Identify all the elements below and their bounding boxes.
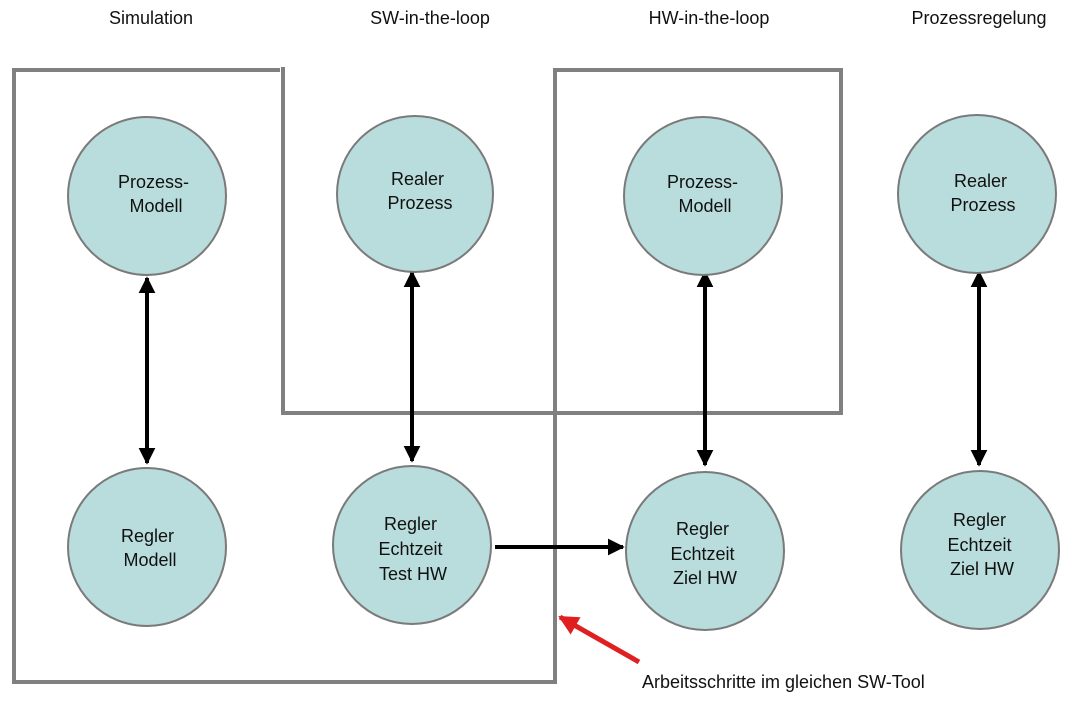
node-label-line: Test HW [379,564,447,584]
tool-boundary-hil [553,68,843,415]
tool-boundary-simulation-sil [12,67,557,684]
node-label-line: Ziel HW [673,568,737,588]
column-title-simulation: Simulation [109,8,193,28]
node-sim-process-model: Prozess- Modell [67,116,227,276]
node-label-line: Echtzeit [378,539,442,559]
column-title-prozessregelung: Prozessregelung [911,8,1046,28]
svg-text:Regler Echtzeit Zi: Regler Echtzeit Ziel HW [947,510,1016,579]
node-label-line: Regler [676,519,729,539]
node-sil-real-process: Realer Prozess [336,115,494,273]
node-hil-controller-target-hw: Regler Echtzeit Ziel HW [625,471,785,631]
svg-text:Prozess- Modell: Prozess- Modell [667,172,743,216]
node-hil-process-model: Prozess- Modell [623,116,783,276]
node-label-line: Prozess [387,193,452,213]
svg-text:Regler Modell: Regler Modell [121,526,179,570]
node-pr-real-process: Realer Prozess [897,114,1057,274]
node-label-line: Ziel HW [950,559,1014,579]
node-label-line: Realer [391,169,444,189]
node-sim-controller-model: Regler Modell [67,467,227,627]
node-sil-controller-test-hw: Regler Echtzeit Test HW [332,465,492,625]
node-label-line: Prozess- [667,172,738,192]
node-label-line: Modell [129,196,182,216]
column-title-hw-in-the-loop: HW-in-the-loop [649,8,770,28]
node-label-line: Regler [384,514,437,534]
column-title-sw-in-the-loop: SW-in-the-loop [370,8,490,28]
node-label-line: Prozess [950,195,1015,215]
pointer-arrow-red [558,614,641,665]
node-label-line: Regler [953,510,1006,530]
node-label-line: Echtzeit [947,535,1011,555]
svg-text:Prozess- Modell: Prozess- Modell [118,172,194,216]
node-label-line: Modell [678,196,731,216]
svg-text:Regler Echtzeit Te: Regler Echtzeit Test HW [378,514,447,584]
annotation-same-sw-tool: Arbeitsschritte im gleichen SW-Tool [642,672,925,692]
node-label-line: Modell [123,550,176,570]
node-label-line: Prozess- [118,172,189,192]
svg-text:Realer Prozess: Realer Prozess [950,171,1015,215]
svg-text:Realer Prozess: Realer Prozess [387,169,452,213]
node-label-line: Echtzeit [670,544,734,564]
node-label-line: Regler [121,526,174,546]
node-label-line: Realer [954,171,1007,191]
node-pr-controller-target-hw: Regler Echtzeit Ziel HW [900,470,1060,630]
svg-text:Regler Echtzeit Zi: Regler Echtzeit Ziel HW [670,519,739,588]
